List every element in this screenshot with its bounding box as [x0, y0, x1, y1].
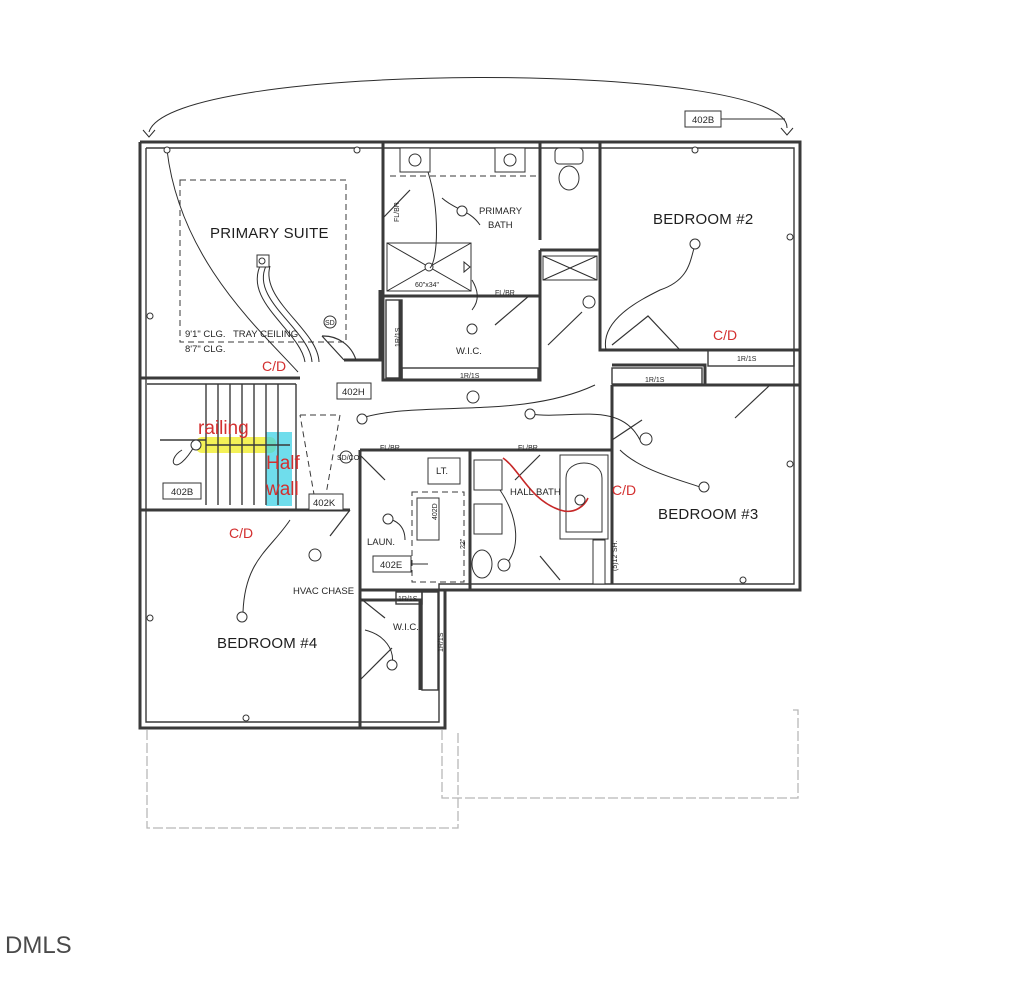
note-tray-ceiling: TRAY CEILING [233, 329, 298, 340]
room-wic-top: W.I.C. [456, 346, 482, 357]
tag-402b-top: 402B [692, 115, 714, 126]
note-1r1s-4: 1R/1S [398, 596, 418, 603]
primary-bath-sinks [390, 147, 584, 191]
note-ceiling-1: 9'1" CLG. [185, 329, 226, 340]
cd-label-4: C/D [229, 525, 253, 541]
doors [321, 189, 771, 681]
hall-bath-tub [471, 454, 609, 585]
laundry-fixtures: 402E [372, 457, 465, 583]
note-1r1s-2: 1R/1S [645, 377, 665, 384]
note-fl-br-1: FL/BR [394, 202, 401, 222]
room-wic-bottom: W.I.C. [393, 622, 419, 633]
note-sd-co: SD/CO [337, 455, 360, 462]
note-ceiling-2: 8'7" CLG. [185, 344, 226, 355]
tag-402b-left: 402B [171, 487, 193, 498]
cd-label-2: C/D [713, 327, 737, 343]
closet-shelving [385, 255, 795, 691]
note-fl-br-2: FL/BR [495, 290, 515, 297]
note-1r1s-6: 1R/1S [438, 632, 445, 652]
tag-402h: 402H [342, 387, 365, 398]
room-hvac-chase: HVAC CHASE [293, 586, 354, 597]
room-primary-suite: PRIMARY SUITE [210, 225, 329, 242]
note-fl-br-4: FL/BR [518, 445, 538, 452]
dimension-arc: 402B [142, 77, 794, 138]
cd-label-1: C/D [262, 358, 286, 374]
note-1r1s-3: 1R/1S [737, 356, 757, 363]
note-fl-br-3: FL/BR [380, 445, 400, 452]
ghost-outline [146, 709, 799, 829]
room-bedroom-3: BEDROOM #3 [658, 506, 758, 523]
note-dim-22: 22" [460, 538, 467, 549]
cd-label-3: C/D [612, 482, 636, 498]
room-primary-bath-line1: PRIMARY [479, 206, 523, 217]
note-sd: SD [325, 320, 335, 327]
room-lt: LT. [436, 466, 448, 477]
light-fixtures [146, 146, 794, 722]
room-bedroom-4: BEDROOM #4 [217, 635, 317, 652]
tag-402d: 402D [432, 503, 439, 520]
tag-402k: 402K [313, 498, 336, 509]
room-hall-bath: HALL BATH [510, 487, 561, 498]
railing-annotation: railing [198, 418, 249, 439]
half-annotation: Half [266, 453, 301, 474]
room-bedroom-2: BEDROOM #2 [653, 211, 753, 228]
dmls-logo: DMLS [5, 932, 72, 959]
note-shower-size: 60"x34" [415, 282, 440, 289]
tag-402e: 402E [380, 560, 402, 571]
room-laundry: LAUN. [367, 537, 395, 548]
note-1r1s-1: 1R/1S [460, 373, 480, 380]
tray-ceiling-outline [179, 179, 347, 343]
shower [386, 242, 472, 292]
wall-annotation: wall [265, 479, 299, 500]
note-1r1s-5: 1R/1S [395, 327, 402, 347]
attic-access: 402H 402K [299, 382, 372, 511]
staircase: 402B [160, 384, 290, 505]
room-primary-bath-line2: BATH [488, 220, 513, 231]
note-shelves: (5)12"SH. [612, 540, 619, 571]
